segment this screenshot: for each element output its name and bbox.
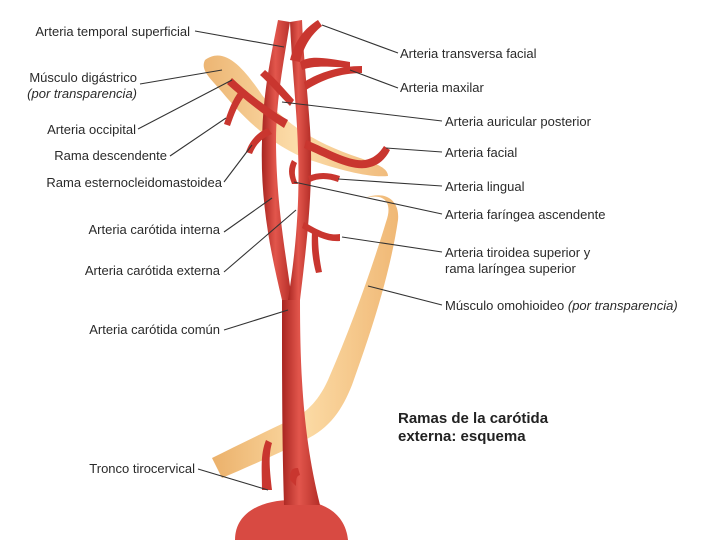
diagram-title: Ramas de la carótida externa: esquema	[398, 410, 548, 446]
aortic-arch	[235, 500, 348, 540]
arteries	[224, 20, 390, 540]
label-tiroidea-superior-2: rama laríngea superior	[445, 261, 576, 276]
label-carotida-externa: Arteria carótida externa	[84, 263, 220, 278]
label-digastrico-note: (por transparencia)	[27, 86, 137, 101]
external-carotid-artery	[288, 20, 312, 300]
digastric-muscle	[203, 55, 388, 177]
leader-lines	[137, 24, 443, 491]
common-carotid-artery	[282, 300, 320, 505]
label-omohioideo: Músculo omohioideo (por transparencia)	[445, 298, 678, 313]
label-carotida-interna: Arteria carótida interna	[88, 222, 220, 237]
label-maxilar: Arteria maxilar	[400, 80, 484, 95]
label-temporal-superficial: Arteria temporal superficial	[35, 24, 190, 39]
label-tronco-tirocervical: Tronco tirocervical	[89, 461, 195, 476]
label-carotida-comun: Arteria carótida común	[89, 322, 220, 337]
label-tiroidea-superior-1: Arteria tiroidea superior y	[445, 245, 591, 260]
internal-carotid-artery	[261, 20, 292, 300]
diagram-title-line1: Ramas de la carótida	[398, 410, 549, 427]
label-omohioideo-note: (por transparencia)	[567, 298, 678, 313]
diagram-title-line2: externa: esquema	[398, 428, 526, 445]
label-occipital: Arteria occipital	[47, 122, 136, 137]
label-rama-descendente: Rama descendente	[54, 148, 167, 163]
label-faringea-ascendente: Arteria faríngea ascendente	[445, 207, 606, 222]
label-auricular-posterior: Arteria auricular posterior	[445, 114, 591, 129]
label-lingual: Arteria lingual	[445, 179, 525, 194]
label-transversa-facial: Arteria transversa facial	[400, 46, 537, 61]
label-omohioideo-text: Músculo omohioideo	[445, 298, 565, 313]
label-rama-esternocleidomastoidea: Rama esternocleidomastoidea	[46, 175, 222, 190]
label-facial: Arteria facial	[445, 145, 518, 160]
label-digastrico: Músculo digástrico	[29, 70, 137, 85]
